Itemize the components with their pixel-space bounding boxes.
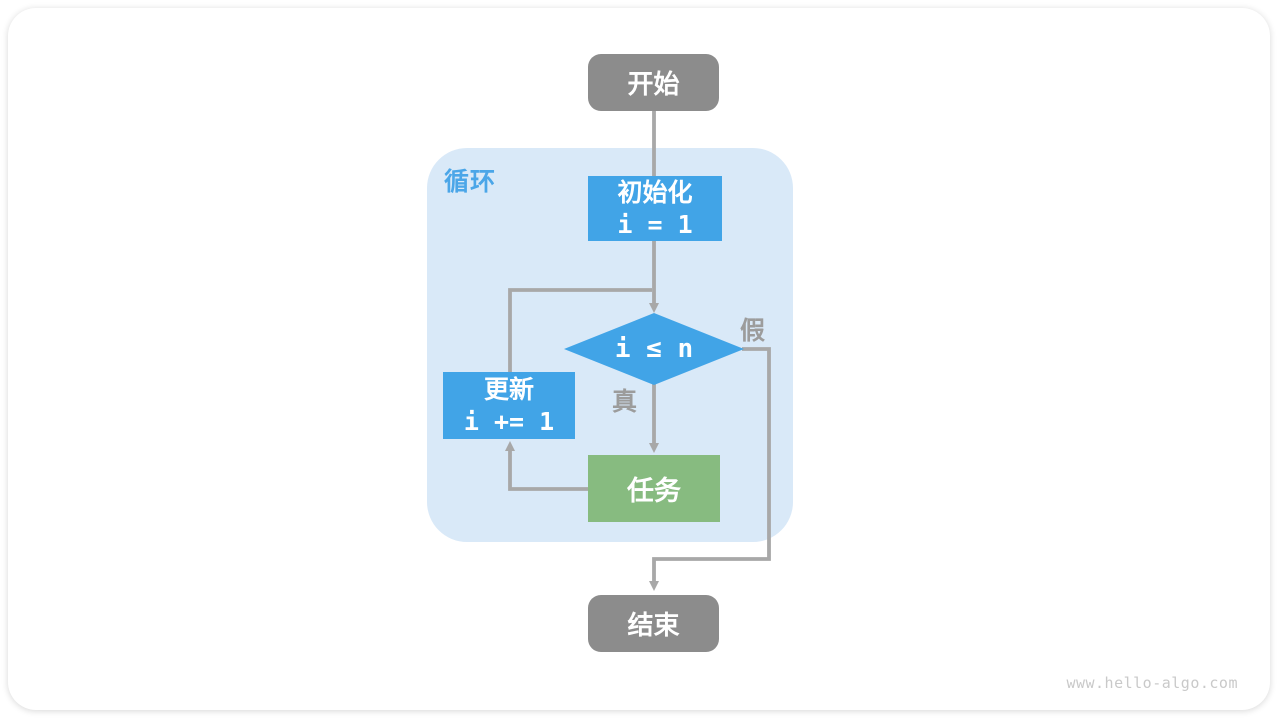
- node-update-label: 更新: [483, 375, 534, 404]
- loop-region-label: 循环: [444, 168, 497, 196]
- node-start: 开始: [588, 54, 719, 111]
- node-task-label: 任务: [627, 476, 681, 506]
- node-init-code: i = 1: [617, 209, 693, 239]
- edge-label-false: 假: [740, 317, 766, 345]
- node-task: 任务: [588, 455, 720, 522]
- node-update-code: i += 1: [463, 406, 555, 436]
- node-update: 更新 i += 1: [443, 372, 575, 439]
- edge-label-true: 真: [612, 388, 638, 416]
- node-end-label: 结束: [627, 610, 680, 640]
- node-end: 结束: [588, 595, 719, 652]
- node-decision-label: i ≤ n: [614, 334, 694, 364]
- node-init-label: 初始化: [617, 178, 693, 207]
- node-init: 初始化 i = 1: [588, 176, 722, 241]
- watermark-text: www.hello-algo.com: [1066, 674, 1238, 692]
- node-start-label: 开始: [627, 69, 680, 99]
